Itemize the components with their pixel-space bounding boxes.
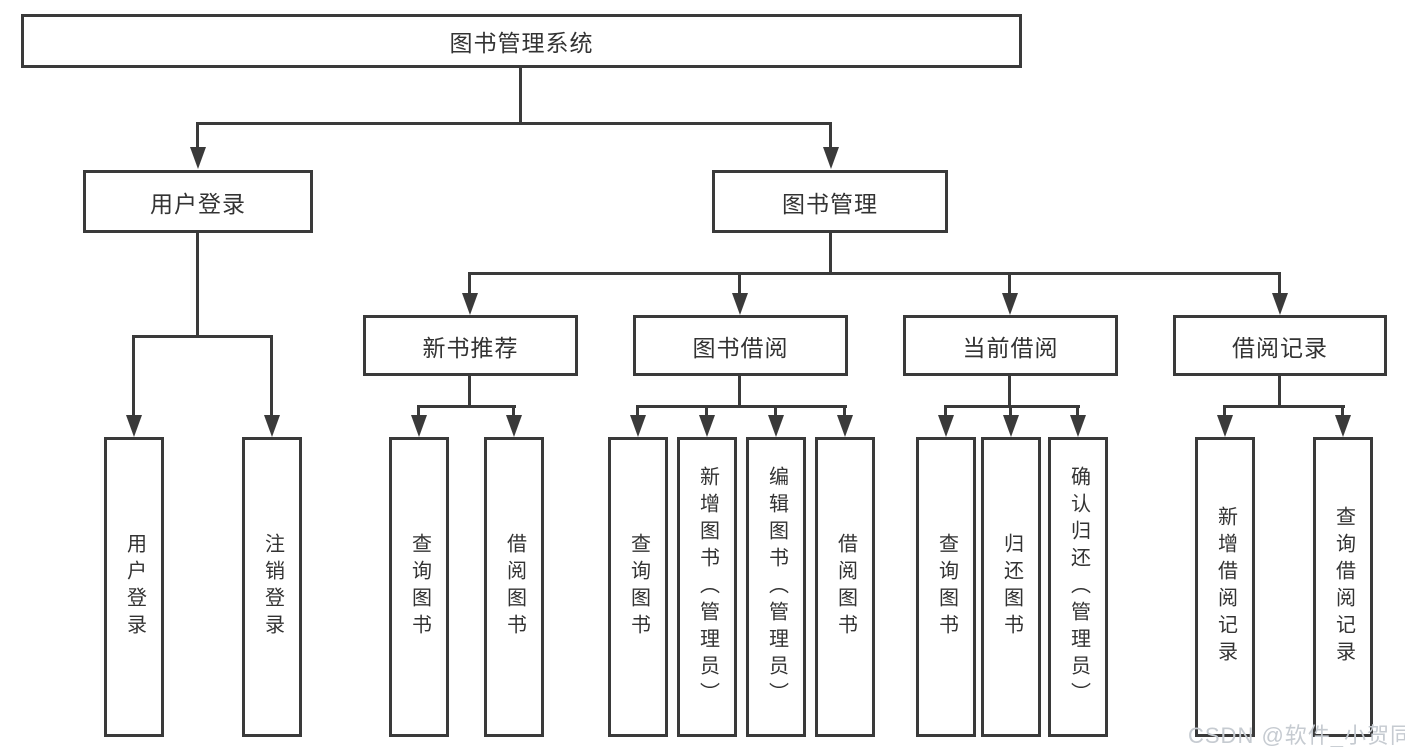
arrowhead-down-icon	[126, 415, 142, 437]
connector-line	[468, 272, 1281, 275]
watermark: CSDN @软件_小贺同学	[1188, 723, 1405, 747]
connector-line	[132, 335, 135, 419]
connector-line	[1278, 376, 1281, 407]
leaf-query-books-borrow-label: 查询图书	[627, 533, 650, 641]
connector-line	[196, 122, 199, 150]
arrowhead-down-icon	[1003, 415, 1019, 437]
leaf-query-borrow-record: 查询借阅记录	[1313, 437, 1373, 737]
leaf-return-books-label: 归还图书	[1000, 533, 1023, 641]
arrowhead-down-icon	[506, 415, 522, 437]
arrowhead-down-icon	[411, 415, 427, 437]
node-current-borrow-label: 当前借阅	[962, 334, 1059, 361]
connector-line	[829, 122, 832, 150]
arrowhead-down-icon	[462, 293, 478, 315]
connector-line	[636, 405, 847, 408]
leaf-user-login-label: 用户登录	[123, 533, 146, 641]
leaf-borrow-books-recommend: 借阅图书	[484, 437, 544, 737]
connector-line	[944, 405, 947, 419]
leaf-edit-books-admin-label: 编辑图书（管理员）	[765, 465, 788, 709]
leaf-query-books-current: 查询图书	[916, 437, 976, 737]
connector-line	[843, 405, 846, 419]
arrowhead-down-icon	[732, 293, 748, 315]
node-book-borrow: 图书借阅	[633, 315, 848, 376]
connector-line	[196, 122, 832, 125]
leaf-add-borrow-record-label: 新增借阅记录	[1214, 506, 1237, 668]
arrowhead-down-icon	[768, 415, 784, 437]
node-new-book-recommend: 新书推荐	[363, 315, 578, 376]
leaf-borrow-books: 借阅图书	[815, 437, 875, 737]
node-root-label: 图书管理系统	[449, 30, 594, 56]
node-user-login: 用户登录	[83, 170, 313, 233]
leaf-query-borrow-record-label: 查询借阅记录	[1332, 506, 1355, 668]
connector-line	[1223, 405, 1226, 419]
leaf-confirm-return-admin: 确认归还（管理员）	[1048, 437, 1108, 737]
connector-line	[738, 376, 741, 407]
connector-line	[468, 272, 471, 297]
leaf-return-books: 归还图书	[981, 437, 1041, 737]
connector-line	[417, 405, 516, 408]
leaf-query-books-borrow: 查询图书	[608, 437, 668, 737]
leaf-user-login: 用户登录	[104, 437, 164, 737]
connector-line	[738, 272, 741, 297]
leaf-logout-label: 注销登录	[261, 533, 284, 641]
leaf-confirm-return-admin-label: 确认归还（管理员）	[1067, 465, 1090, 709]
connector-line	[519, 68, 522, 124]
connector-line	[468, 376, 471, 407]
node-user-login-label: 用户登录	[150, 190, 246, 217]
node-book-borrow-label: 图书借阅	[692, 334, 789, 361]
connector-line	[1223, 405, 1345, 408]
connector-line	[1278, 272, 1281, 297]
connector-line	[829, 233, 832, 274]
connector-line	[705, 405, 708, 419]
connector-line	[270, 335, 273, 419]
node-borrow-records-label: 借阅记录	[1232, 334, 1328, 361]
leaf-borrow-books-label: 借阅图书	[834, 533, 857, 641]
node-current-borrow: 当前借阅	[903, 315, 1118, 376]
connector-line	[132, 335, 273, 338]
arrowhead-down-icon	[699, 415, 715, 437]
node-borrow-records: 借阅记录	[1173, 315, 1387, 376]
arrowhead-down-icon	[1272, 293, 1288, 315]
connector-line	[512, 405, 515, 419]
leaf-query-books-current-label: 查询图书	[935, 533, 958, 641]
leaf-edit-books-admin: 编辑图书（管理员）	[746, 437, 806, 737]
connector-line	[1076, 405, 1079, 419]
connector-line	[1008, 376, 1011, 407]
leaf-query-books-recommend: 查询图书	[389, 437, 449, 737]
node-root: 图书管理系统	[21, 14, 1022, 68]
arrowhead-down-icon	[823, 147, 839, 169]
node-new-book-recommend-label: 新书推荐	[422, 334, 519, 361]
arrowhead-down-icon	[630, 415, 646, 437]
connector-line	[1009, 405, 1012, 419]
leaf-borrow-books-recommend-label: 借阅图书	[503, 533, 526, 641]
connector-line	[1008, 272, 1011, 297]
arrowhead-down-icon	[938, 415, 954, 437]
node-book-management: 图书管理	[712, 170, 948, 233]
leaf-add-books-admin: 新增图书（管理员）	[677, 437, 737, 737]
connector-line	[417, 405, 420, 419]
connector-line	[944, 405, 1080, 408]
arrowhead-down-icon	[1217, 415, 1233, 437]
connector-line	[1341, 405, 1344, 419]
arrowhead-down-icon	[190, 147, 206, 169]
leaf-add-books-admin-label: 新增图书（管理员）	[696, 465, 719, 709]
arrowhead-down-icon	[264, 415, 280, 437]
arrowhead-down-icon	[1002, 293, 1018, 315]
connector-line	[774, 405, 777, 419]
arrowhead-down-icon	[1335, 415, 1351, 437]
leaf-query-books-recommend-label: 查询图书	[408, 533, 431, 641]
leaf-add-borrow-record: 新增借阅记录	[1195, 437, 1255, 737]
node-book-management-label: 图书管理	[782, 190, 878, 217]
arrowhead-down-icon	[837, 415, 853, 437]
connector-line	[196, 233, 199, 337]
connector-line	[636, 405, 639, 419]
leaf-logout: 注销登录	[242, 437, 302, 737]
arrowhead-down-icon	[1070, 415, 1086, 437]
